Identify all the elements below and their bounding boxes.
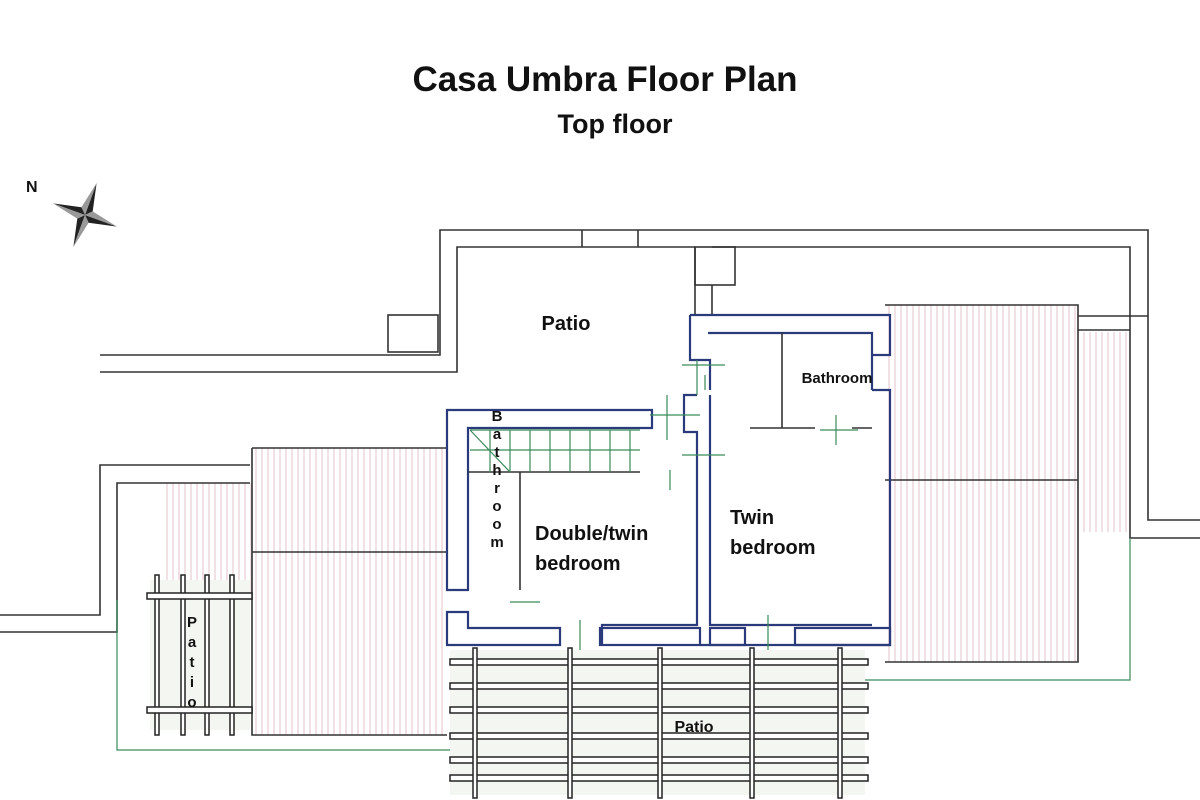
pergola-post	[749, 647, 755, 799]
pergola-left	[146, 574, 253, 736]
compass-rose-icon	[53, 183, 117, 247]
pergola-post	[472, 647, 478, 799]
outer-walls	[0, 229, 1200, 751]
page-subtitle: Top floor	[558, 109, 673, 139]
room-label-bathroom-right: Bathroom	[802, 370, 873, 387]
room-label-patio-bottom: Patio	[674, 719, 713, 736]
pergola-bottom	[449, 647, 869, 799]
pergola-beam	[146, 592, 253, 600]
pergola-post	[229, 574, 235, 736]
pergola-post	[567, 647, 573, 799]
roof-area	[888, 480, 1076, 662]
room-label-twin-bedroom: Twin bedroom	[730, 507, 816, 559]
roof-area	[255, 552, 443, 735]
interior-walls	[445, 313, 892, 650]
roof-area	[888, 305, 1076, 480]
pergola-post	[180, 574, 186, 736]
roof-area	[255, 448, 443, 552]
pergola-post	[204, 574, 210, 736]
room-label-double-twin-bedroom: Double/twin bedroom	[535, 523, 654, 575]
room-label-bathroom-left: Bathroom	[489, 408, 506, 552]
page-title: Casa Umbra Floor Plan	[412, 60, 797, 99]
pergola-post	[154, 574, 160, 736]
room-label-patio-left: Patio	[184, 614, 201, 714]
compass-north-label: N	[26, 179, 38, 196]
pergola-post	[837, 647, 843, 799]
room-label-patio-top: Patio	[542, 313, 591, 335]
pergola-beam	[146, 706, 253, 714]
pergola-post	[657, 647, 663, 799]
roof-area	[1083, 332, 1127, 532]
